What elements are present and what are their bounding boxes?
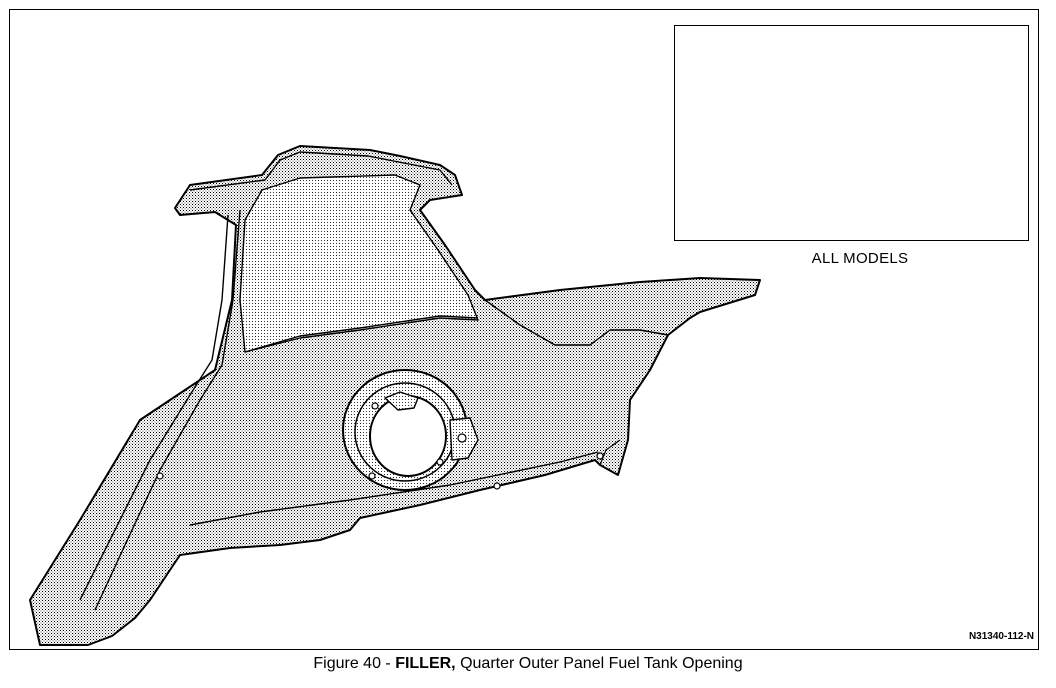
caption-prefix: Figure 40 - bbox=[313, 655, 396, 672]
caption-rest: Quarter Outer Panel Fuel Tank Opening bbox=[455, 655, 743, 672]
fastener-holes bbox=[156, 452, 604, 490]
fuel-tank-opening bbox=[342, 369, 479, 491]
figure-frame bbox=[9, 9, 1039, 650]
figure-caption: Figure 40 - FILLER, Quarter Outer Panel … bbox=[0, 655, 1056, 673]
caption-bold: FILLER, bbox=[395, 655, 456, 672]
inset-frame bbox=[674, 25, 1029, 241]
drawing-id: N31340-112-N bbox=[968, 631, 1034, 642]
inset-label: ALL MODELS bbox=[811, 250, 909, 267]
